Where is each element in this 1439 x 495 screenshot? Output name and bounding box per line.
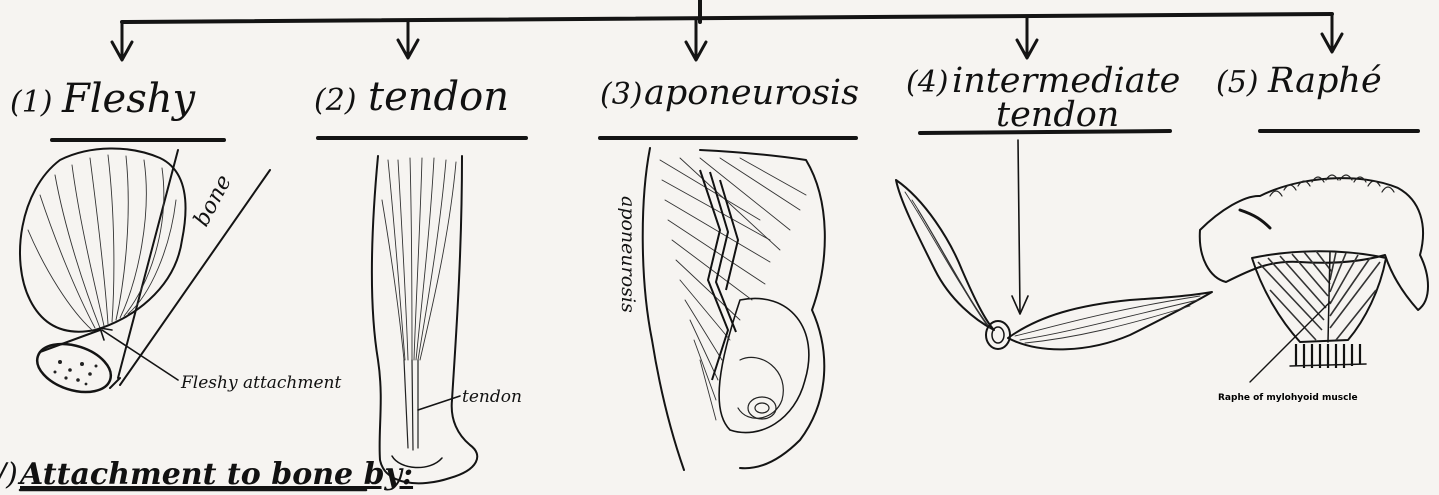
type-2-heading: (2) tendon xyxy=(314,74,526,138)
type-3-number: (3) xyxy=(600,77,643,112)
intermediate-tendon-illustration xyxy=(896,140,1212,349)
aponeurosis-illustration: aponeurosis xyxy=(617,148,825,470)
type-1-heading: (1) Fleshy xyxy=(10,76,224,140)
raphe-illustration: Raphe of mylohyoid muscle xyxy=(1200,175,1428,403)
aponeurosis-label: aponeurosis xyxy=(617,196,639,313)
type-2-number: (2) xyxy=(314,83,357,118)
connector-tree xyxy=(112,0,1342,60)
raphe-caption: Raphe of mylohyoid muscle xyxy=(1218,393,1358,403)
tendon-illustration: tendon xyxy=(372,156,522,483)
type-1-number: (1) xyxy=(10,85,53,120)
footer-prefix: /) xyxy=(0,457,18,492)
fleshy-illustration: bone Fleshy attachment xyxy=(20,148,342,400)
type-3-heading: (3) aponeurosis xyxy=(600,73,859,138)
type-5-name: Raphé xyxy=(1267,61,1382,101)
type-4-subname: tendon xyxy=(996,95,1119,135)
footer-heading-text: Attachment to bone by: xyxy=(17,457,413,492)
type-1-name: Fleshy xyxy=(61,76,197,122)
fleshy-attachment-label: Fleshy attachment xyxy=(180,373,342,393)
type-4-underline xyxy=(920,131,1170,133)
type-3-name: aponeurosis xyxy=(644,73,859,113)
type-2-name: tendon xyxy=(368,74,509,120)
tendon-label: tendon xyxy=(462,387,522,407)
type-5-heading: (5) Raphé xyxy=(1216,61,1418,131)
footer-heading: /) Attachment to bone by: xyxy=(0,457,413,492)
bone-label: bone xyxy=(189,171,237,231)
type-4-heading: (4) intermediate tendon xyxy=(906,61,1180,135)
type-5-number: (5) xyxy=(1216,65,1259,100)
type-4-number: (4) xyxy=(906,65,949,100)
